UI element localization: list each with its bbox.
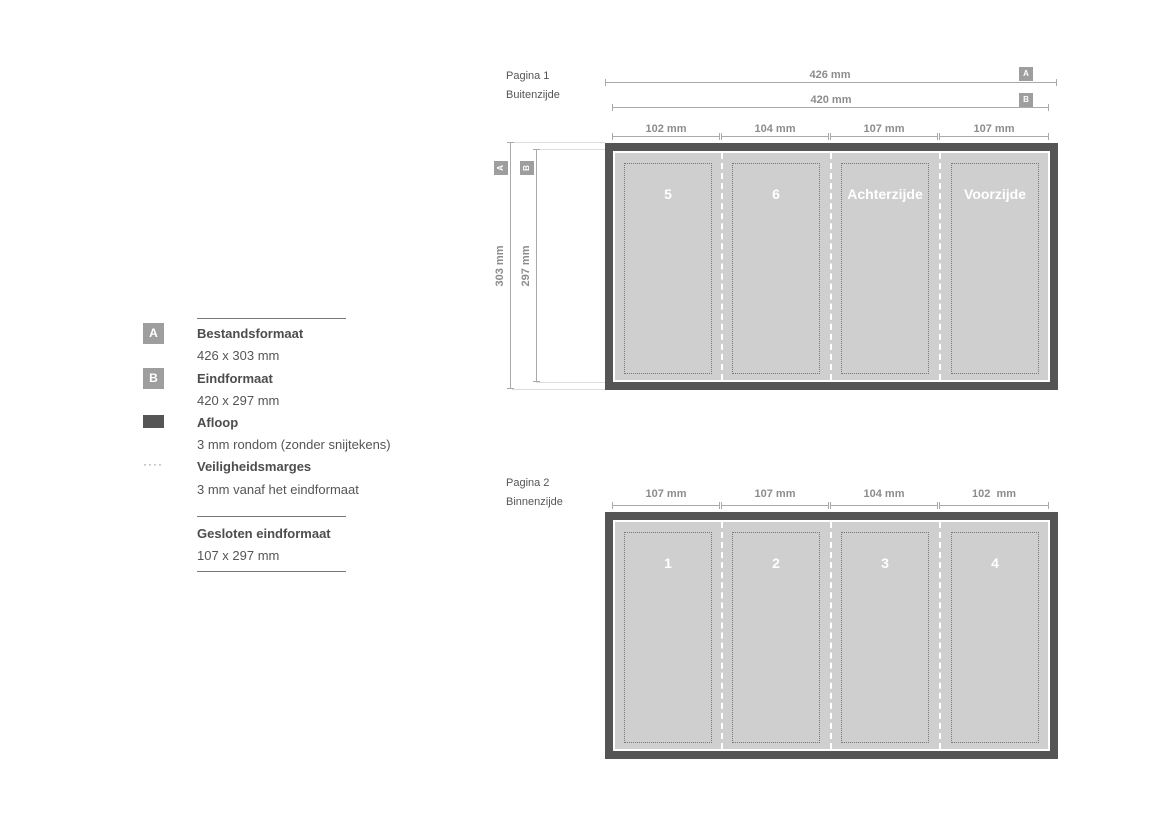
panel-label: 1 [664, 555, 672, 571]
legend-sub-bleed: 3 mm rondom (zonder snijtekens) [197, 437, 391, 452]
panel-width-text: 107 mm [641, 488, 691, 500]
panel-width-text: 107 mm [859, 123, 909, 135]
legend-top-rule [197, 318, 346, 319]
panel-label: 2 [772, 555, 780, 571]
page1-side: Buitenzijde [506, 89, 560, 101]
panel: 5 [624, 163, 712, 374]
final-width-line [612, 104, 1049, 111]
panel-width-text: 104 mm [750, 123, 800, 135]
file-height-line [507, 142, 514, 389]
fold-line [830, 153, 832, 380]
legend-sub-safety: 3 mm vanaf het eindformaat [197, 482, 359, 497]
panel-width-line [939, 502, 1049, 509]
legend-title-closed: Gesloten eindformaat [197, 526, 331, 541]
panel-width-text: 107 mm [969, 123, 1019, 135]
panel: Voorzijde [951, 163, 1039, 374]
panel-label: Voorzijde [964, 186, 1026, 202]
page1-label: Pagina 1 [506, 70, 550, 82]
bleed-swatch [143, 415, 164, 428]
file-width-text: 426 mm [805, 69, 855, 81]
fold-line [721, 153, 723, 380]
panel-width-line [721, 133, 829, 140]
page2-label: Pagina 2 [506, 477, 550, 489]
legend-sub-closed: 107 x 297 mm [197, 548, 280, 563]
file-width-badge: A [1019, 67, 1033, 81]
badge-a: A [143, 323, 164, 344]
legend-title-final-format: Eindformaat [197, 371, 273, 386]
panel-width-text: 102 mm [967, 488, 1021, 500]
panel: Achterzijde [841, 163, 929, 374]
panel-width-line [939, 133, 1049, 140]
guide-line [512, 142, 605, 143]
panel-label: 5 [664, 186, 672, 202]
file-height-badge: A [494, 161, 508, 175]
fold-line [830, 522, 832, 749]
panel: 2 [732, 532, 820, 743]
panel: 6 [732, 163, 820, 374]
panel: 3 [841, 532, 929, 743]
panel-width-text: 104 mm [859, 488, 909, 500]
panel-width-line [612, 133, 720, 140]
legend-sub-file-format: 426 x 303 mm [197, 348, 280, 363]
final-width-text: 420 mm [806, 94, 856, 106]
panel-width-line [612, 502, 720, 509]
page1-sheet: 5 6 Achterzijde Voorzijde [605, 143, 1058, 390]
legend-sub-final-format: 420 x 297 mm [197, 393, 280, 408]
safety-dots-icon: ···· [143, 457, 163, 471]
final-height-text: 297 mm [520, 242, 532, 290]
panel-label: 3 [881, 555, 889, 571]
page1-trim: 5 6 Achterzijde Voorzijde [613, 151, 1050, 382]
fold-line [939, 522, 941, 749]
panel-label: Achterzijde [847, 186, 923, 202]
final-width-badge: B [1019, 93, 1033, 107]
page2-trim: 1 2 3 4 [613, 520, 1050, 751]
final-height-badge: B [520, 161, 534, 175]
legend-bottom-rule [197, 571, 346, 572]
legend-title-file-format: Bestandsformaat [197, 326, 304, 341]
guide-line [536, 149, 605, 150]
panel-label: 6 [772, 186, 780, 202]
guide-line [512, 389, 605, 390]
panel: 4 [951, 532, 1039, 743]
panel-label: 4 [991, 555, 999, 571]
badge-b: B [143, 368, 164, 389]
file-height-text: 303 mm [494, 242, 506, 290]
panel-width-line [830, 133, 938, 140]
file-width-line [605, 79, 1057, 86]
legend-mid-rule [197, 516, 346, 517]
panel: 1 [624, 532, 712, 743]
page2-sheet: 1 2 3 4 [605, 512, 1058, 759]
fold-line [939, 153, 941, 380]
final-height-line [533, 149, 540, 382]
panel-width-line [830, 502, 938, 509]
page2-side: Binnenzijde [506, 496, 563, 508]
panel-width-text: 107 mm [750, 488, 800, 500]
fold-line [721, 522, 723, 749]
panel-width-line [721, 502, 829, 509]
panel-width-text: 102 mm [641, 123, 691, 135]
legend-title-safety: Veiligheidsmarges [197, 459, 312, 474]
legend-title-bleed: Afloop [197, 415, 239, 430]
guide-line [536, 382, 605, 383]
